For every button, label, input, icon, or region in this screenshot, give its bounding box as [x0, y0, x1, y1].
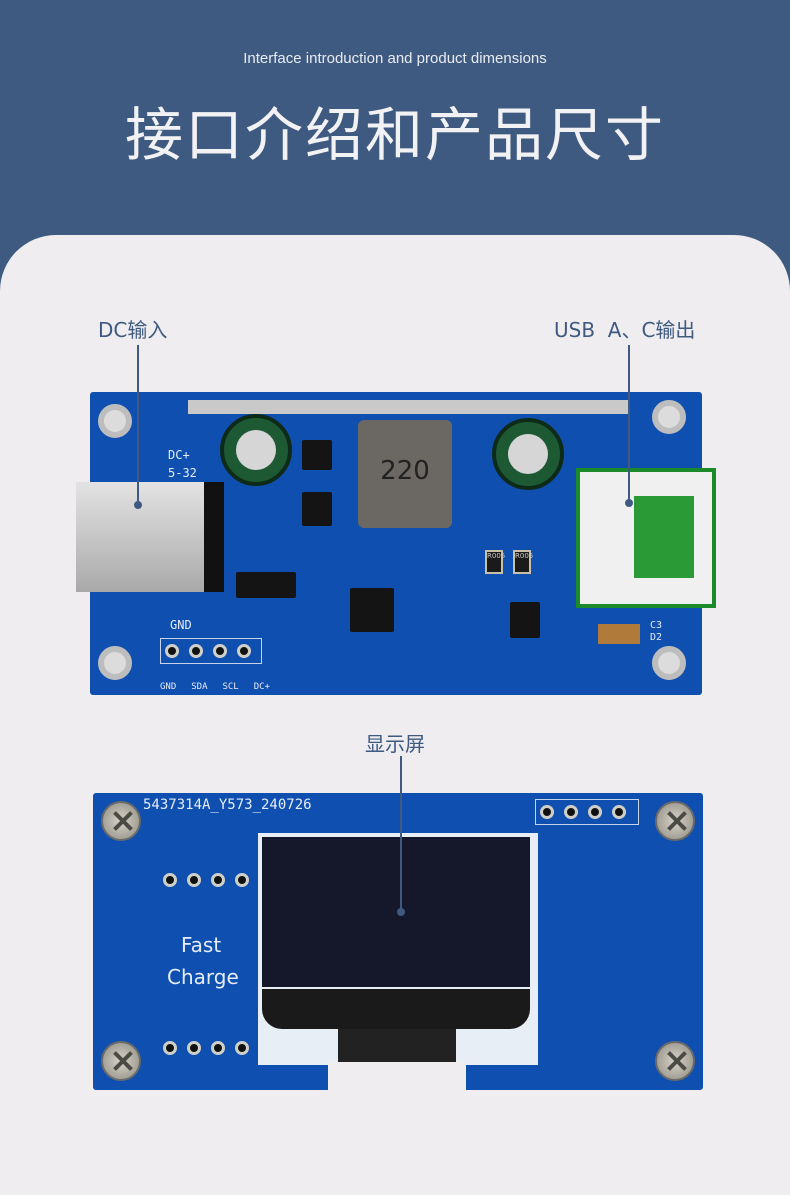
pointer-line — [137, 345, 139, 505]
pin-label-scl: SCL — [222, 682, 239, 692]
screw — [101, 801, 141, 841]
silk-dc: DC+ — [168, 448, 190, 462]
board-cutout — [328, 1062, 466, 1092]
pointer-dot — [134, 501, 142, 509]
oled-display-frame — [258, 833, 538, 1069]
pin-label-gnd: GND — [160, 682, 177, 692]
pointer-dot — [625, 499, 633, 507]
resistor: R005 — [513, 550, 533, 574]
header-pins-left — [163, 873, 263, 889]
label-dc-input: DC输入 — [98, 318, 168, 342]
header-pins-right — [535, 799, 639, 825]
mosfet — [510, 602, 540, 638]
label-usb-output: USB A、C输出 — [554, 318, 696, 342]
silk-c3: C3 — [650, 620, 663, 631]
screw — [655, 1041, 695, 1081]
screw — [655, 801, 695, 841]
pointer-line — [628, 345, 630, 503]
mosfet — [302, 440, 332, 470]
header-pins-bottom — [163, 1041, 263, 1057]
page-title: 接口介绍和产品尺寸 — [124, 101, 665, 169]
bottom-pcb-board: 5437314A_Y573_240726 Fast Charge — [93, 793, 703, 1090]
pin-label-sda: SDA — [191, 682, 208, 692]
pin-labels: GND SDA SCL DC+ — [160, 682, 270, 692]
serial-number: 5437314A_Y573_240726 — [143, 797, 312, 813]
mosfet — [302, 492, 332, 526]
screw — [101, 1041, 141, 1081]
header-pins — [160, 638, 262, 664]
pin-label-dc: DC+ — [253, 682, 270, 692]
usb-contacts — [634, 496, 694, 578]
silk-fast: Fast — [181, 933, 222, 957]
capacitor — [220, 414, 292, 486]
mount-hole — [98, 646, 132, 680]
subtitle: Interface introduction and product dimen… — [243, 50, 547, 67]
label-display: 显示屏 — [365, 732, 425, 756]
top-pcb-board: DC+ 5-32 GND 220 R005 R005 C3 D2 GND SDA… — [76, 392, 716, 695]
silk-charge: Charge — [167, 965, 239, 989]
oled-screen — [262, 837, 530, 987]
silk-gnd: GND — [170, 618, 192, 632]
mount-hole — [98, 404, 132, 438]
capacitor-smd — [598, 624, 640, 644]
controller-ic — [350, 588, 394, 632]
heatsink-strip — [188, 400, 628, 414]
pointer-line — [400, 756, 402, 912]
usb-a-port — [576, 468, 716, 608]
inductor: 220 — [358, 420, 452, 528]
pointer-dot — [397, 908, 405, 916]
resistor: R005 — [485, 550, 505, 574]
mount-hole — [652, 646, 686, 680]
diode — [236, 572, 296, 598]
dc-input-jack — [76, 482, 224, 592]
silk-voltage: 5-32 — [168, 466, 197, 480]
silk-d2: D2 — [650, 632, 663, 643]
capacitor — [492, 418, 564, 490]
display-glass-edge — [262, 989, 530, 1029]
mount-hole — [652, 400, 686, 434]
